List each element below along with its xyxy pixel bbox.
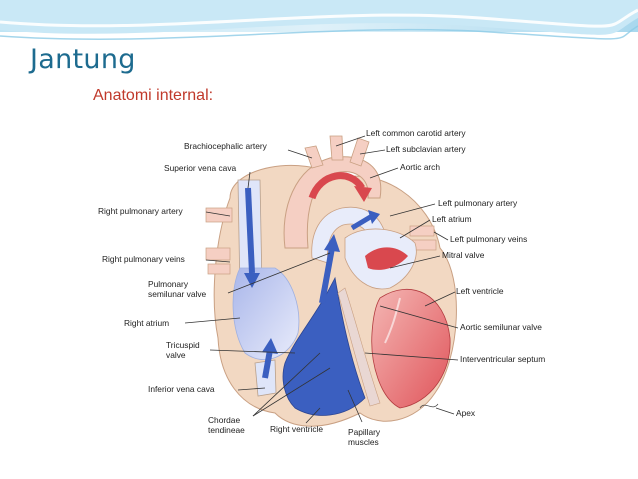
label-right-pulmonary-veins: Right pulmonary veins: [102, 254, 185, 264]
left-pulmonary-vein-upper: [409, 225, 435, 237]
label-left-common-carotid-artery: Left common carotid artery: [366, 128, 466, 138]
label-brachiocephalic-artery: Brachiocephalic artery: [184, 141, 268, 151]
lv-highlight: [384, 297, 401, 344]
label-left-atrium: Left atrium: [432, 214, 472, 224]
header-wave-band: [0, 0, 638, 40]
label-left-pulmonary-veins: Left pulmonary veins: [450, 234, 527, 244]
label-chordae-line2: tendineae: [208, 425, 245, 435]
label-aortic-arch: Aortic arch: [400, 162, 440, 172]
label-left-subclavian-artery: Left subclavian artery: [386, 144, 466, 154]
label-right-atrium: Right atrium: [124, 318, 169, 328]
label-pulmonary-line1: Pulmonary: [148, 279, 189, 289]
flow-arrowhead-pulmonary: [324, 234, 340, 252]
slide-subtitle: Anatomi internal:: [93, 87, 214, 104]
apex-mark: [419, 403, 439, 409]
left-ventricle: [371, 288, 451, 409]
flow-arrowhead-ivc: [262, 338, 278, 354]
brachiocephalic-branch: [304, 145, 324, 169]
label-aortic-semilunar-valve: Aortic semilunar valve: [460, 322, 542, 332]
flow-arrow-svc: [245, 187, 255, 274]
right-pulmonary-vein-upper: [205, 247, 231, 261]
label-right-ventricle: Right ventricle: [270, 424, 323, 434]
left-atrium-blood: [365, 247, 408, 270]
label-inferior-vena-cava: Inferior vena cava: [148, 384, 215, 394]
label-left-ventricle: Left ventricle: [456, 286, 504, 296]
right-pulmonary-artery-stub: [205, 207, 233, 223]
label-pulmonary-line2: semilunar valve: [148, 289, 207, 299]
flow-arrow-aortic-arch: [308, 172, 365, 200]
flow-arrow-pulmonary: [319, 247, 335, 304]
label-superior-vena-cava: Superior vena cava: [164, 163, 237, 173]
flow-arrowhead-left-pa: [368, 210, 380, 224]
label-left-pulmonary-artery: Left pulmonary artery: [438, 198, 518, 208]
interventricular-septum-shape: [337, 287, 381, 407]
label-tricuspid-line1: Tricuspid: [166, 340, 200, 350]
flow-arrow-ivc: [262, 349, 273, 379]
label-tricuspid-line2: valve: [166, 350, 186, 360]
flow-arrowhead-aortic-arch: [354, 186, 372, 202]
carotid-branch: [329, 135, 344, 161]
label-interventricular-septum: Interventricular septum: [460, 354, 545, 364]
label-apex: Apex: [456, 408, 476, 418]
flow-arrow-left-pa: [350, 213, 374, 231]
label-papillary-line2: muscles: [348, 437, 379, 447]
leader-lines: [184, 135, 459, 424]
right-ventricle: [282, 276, 366, 416]
label-papillary-line1: Papillary: [348, 427, 381, 437]
heart-anatomy-diagram: Brachiocephalic artery Left common carot…: [80, 128, 568, 456]
slide-title: Jantung: [30, 44, 136, 75]
heart-illustration: Brachiocephalic artery Left common carot…: [98, 128, 545, 447]
right-atrium: [232, 267, 300, 360]
label-mitral-valve: Mitral valve: [442, 250, 485, 260]
subclavian-branch: [349, 137, 370, 167]
flow-arrowhead-svc: [244, 273, 260, 288]
label-chordae-line1: Chordae: [208, 415, 240, 425]
label-right-pulmonary-artery: Right pulmonary artery: [98, 206, 184, 216]
right-pulmonary-vein-lower: [207, 263, 231, 275]
